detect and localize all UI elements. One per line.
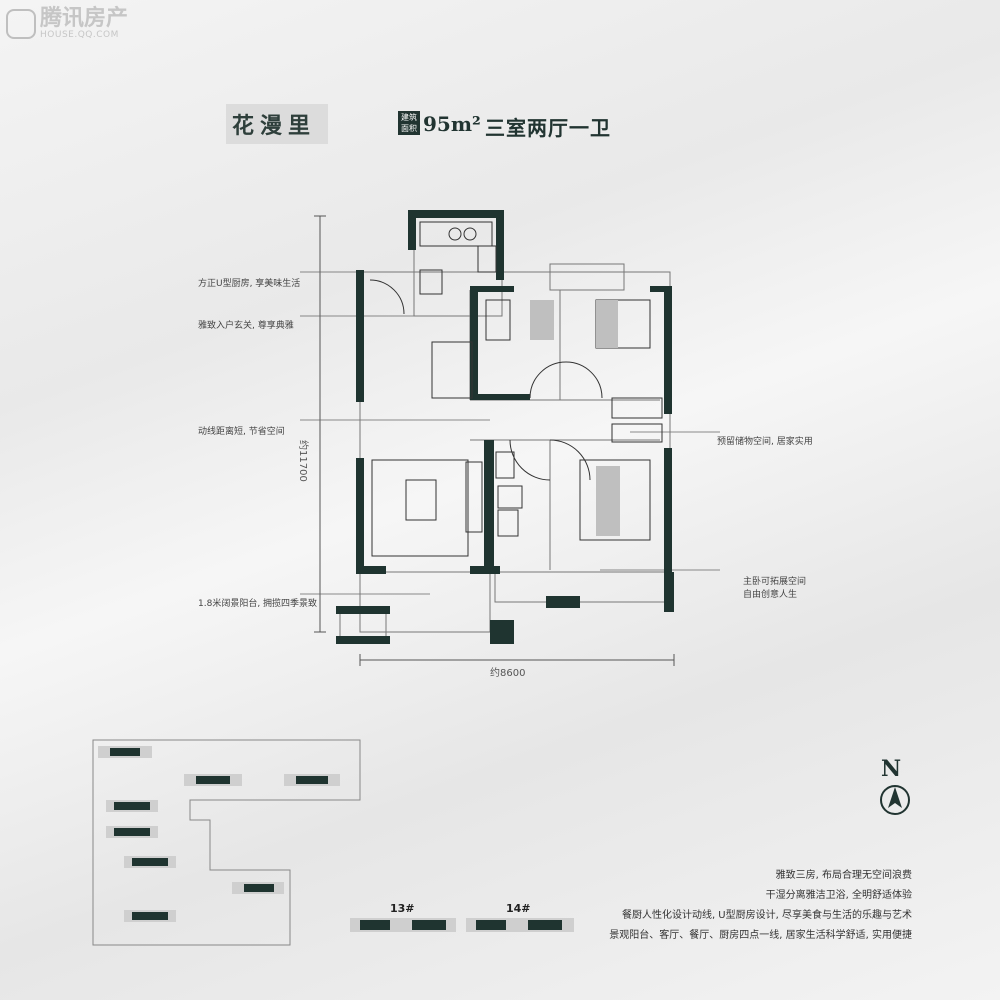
- unit-area: 95m²: [423, 112, 481, 136]
- area-tag: 建筑 面积: [398, 111, 420, 135]
- watermark-title: 腾讯房产: [40, 6, 129, 31]
- watermark-subtitle: HOUSE.QQ.COM: [40, 30, 119, 40]
- walls: [336, 210, 674, 644]
- furniture: [369, 221, 663, 557]
- feature-line-2: 干湿分离雅洁卫浴, 全明舒适体验: [765, 890, 912, 901]
- project-name: 花漫里: [232, 113, 317, 139]
- area-tag-line-2: 面积: [401, 124, 417, 133]
- area-tag-line-1: 建筑: [401, 113, 417, 122]
- feature-line-1: 雅致三房, 布局合理无空间浪费: [775, 870, 912, 881]
- building-13-label: 13#: [390, 902, 415, 915]
- house-logo-icon: [6, 9, 36, 39]
- building-14-label: 14#: [506, 902, 531, 915]
- dimension-lines: [314, 215, 675, 666]
- feature-line-4: 景观阳台、客厅、餐厅、厨房四点一线, 居家生活科学舒适, 实用便捷: [609, 930, 912, 941]
- height-dimension: 约11700: [297, 440, 308, 482]
- site-building-cores: [110, 748, 562, 930]
- unit-layout: 三室两厅一卫: [485, 116, 611, 140]
- annotation-entrance: 雅致入户玄关, 尊享典雅: [198, 321, 294, 331]
- north-label: N: [881, 756, 902, 782]
- annotation-storage: 预留储物空间, 居家实用: [717, 437, 813, 447]
- title-background: [226, 104, 328, 144]
- site-buildings: [98, 746, 574, 932]
- annotation-circulation: 动线距离短, 节省空间: [198, 427, 285, 437]
- width-dimension: 约8600: [490, 668, 526, 679]
- compass-icon: [880, 785, 910, 815]
- site-plan: [92, 739, 361, 946]
- interior-lines: [339, 215, 671, 641]
- annotation-balcony: 1.8米阔景阳台, 拥揽四季景致: [198, 599, 318, 609]
- bed-fills: [530, 300, 620, 536]
- watermark-logo: 腾讯房产 HOUSE.QQ.COM: [6, 8, 128, 40]
- annotation-kitchen: 方正U型厨房, 享美味生活: [198, 279, 301, 289]
- annotation-creative: 自由创意人生: [743, 590, 798, 600]
- annotation-master-bedroom: 主卧可拓展空间: [743, 577, 807, 587]
- feature-line-3: 餐厨人性化设计动线, U型厨房设计, 尽享美食与生活的乐趣与艺术: [621, 910, 912, 921]
